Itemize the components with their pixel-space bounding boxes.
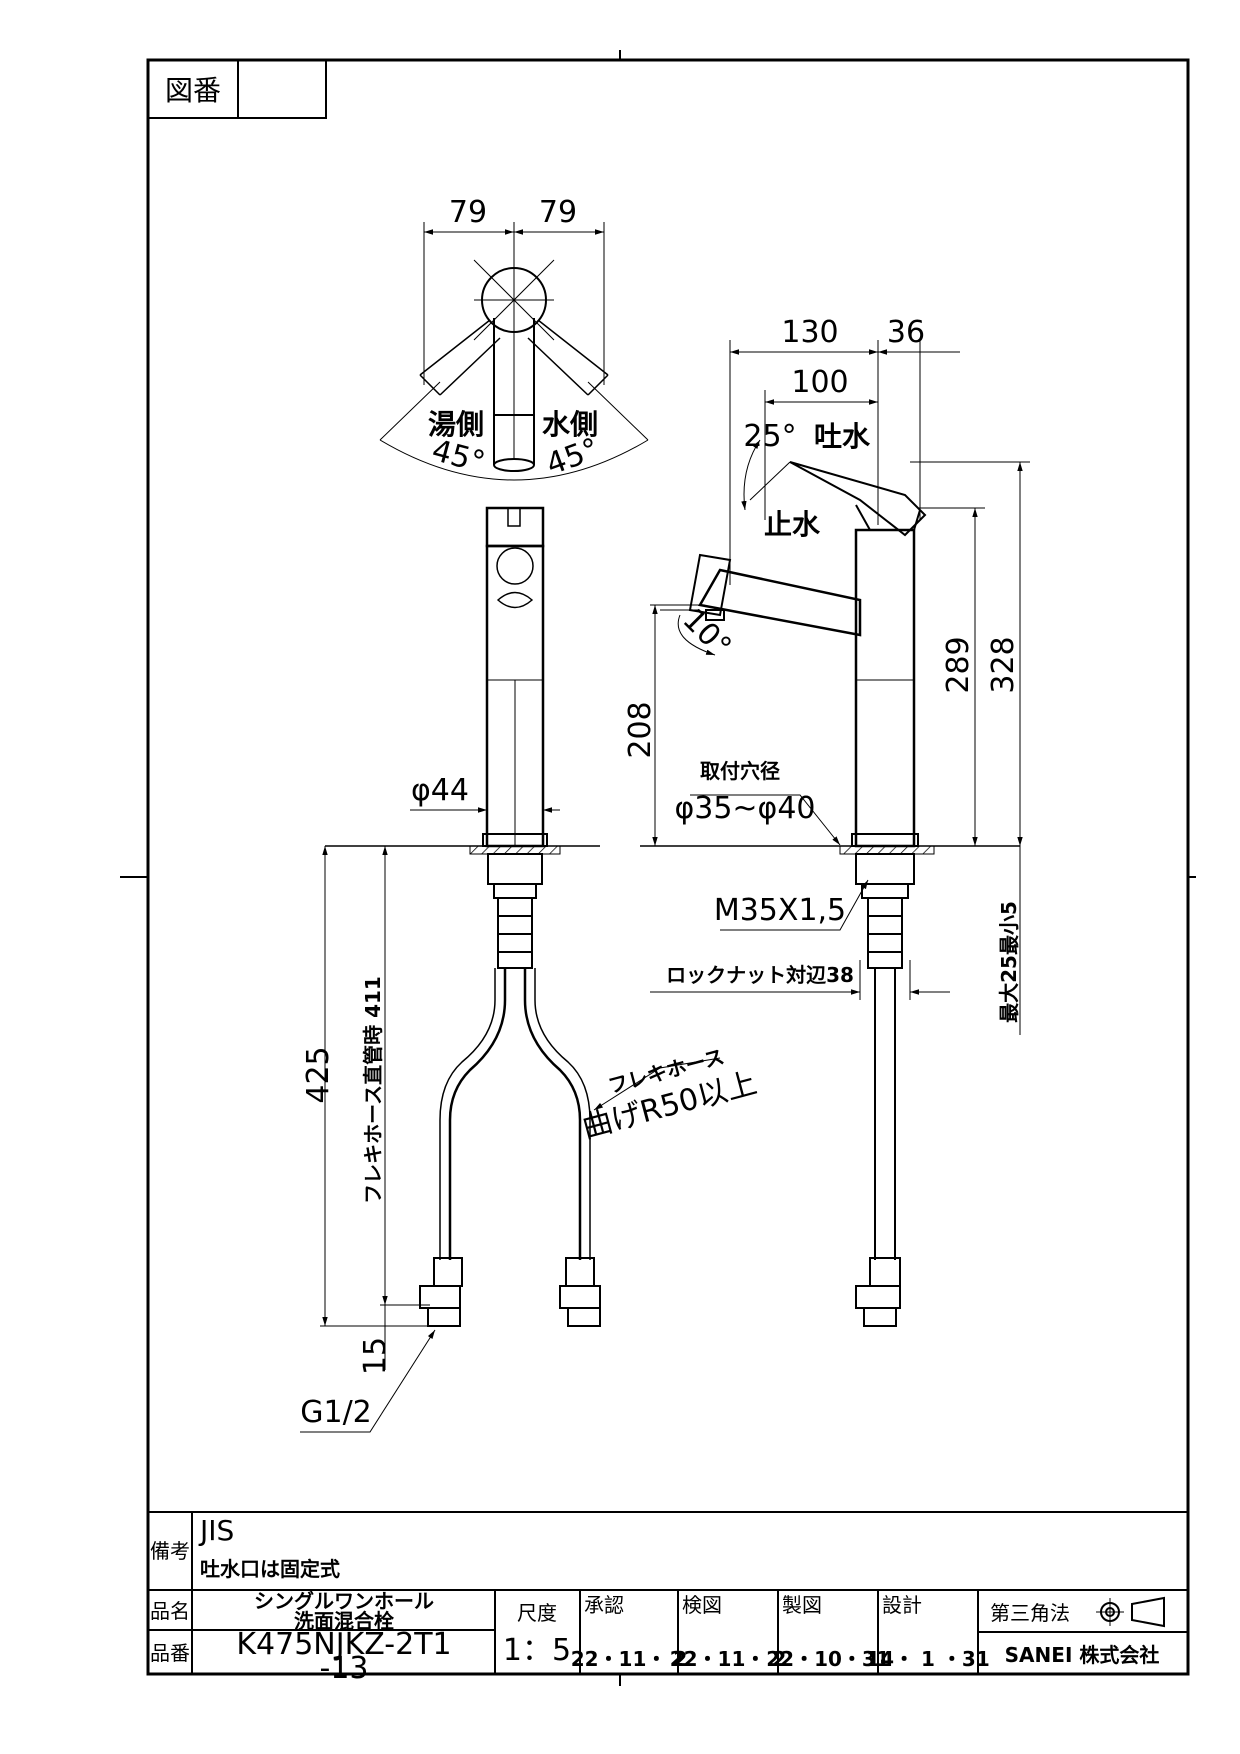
- hose-straight-length: フレキホース直管時 411: [361, 976, 385, 1204]
- dim-top-left: 79: [449, 195, 487, 230]
- mount-hole-title: 取付穴径: [700, 759, 780, 783]
- mount-thickness: 最大25最小5: [997, 901, 1021, 1023]
- sheet-border: [148, 60, 1188, 1674]
- dim-36: 36: [887, 315, 925, 350]
- part-number-line1: K475NJKZ-2T1: [236, 1627, 451, 1662]
- design-label: 設計: [882, 1593, 922, 1617]
- stop-label: 止水: [764, 508, 821, 541]
- spout-label: 吐水: [814, 420, 871, 453]
- spout-angle: 25°: [743, 419, 796, 454]
- mount-thread: M35X1,5: [714, 893, 846, 928]
- mount-hole-range: φ35~φ40: [674, 791, 815, 826]
- dim-top-right: 79: [539, 195, 577, 230]
- dim-289: 289: [941, 636, 976, 693]
- dim-208: 208: [623, 701, 658, 758]
- dim-328: 328: [986, 636, 1021, 693]
- scale-label: 尺度: [517, 1601, 557, 1625]
- top-view: [380, 222, 648, 480]
- third-angle-projection-symbol: [1096, 1598, 1164, 1626]
- dim-130: 130: [781, 315, 838, 350]
- title-block: [148, 1512, 1188, 1674]
- drawing-number-label: 図番: [165, 74, 221, 107]
- remarks-line1: JIS: [198, 1514, 234, 1547]
- part-number-line2: -13: [320, 1651, 369, 1686]
- check-label: 検図: [682, 1593, 722, 1617]
- thread-spec: G1/2: [300, 1395, 372, 1430]
- drawing-number-box: 図番: [148, 60, 326, 118]
- side-view: [640, 340, 1030, 1326]
- part-number-label: 品番: [150, 1641, 190, 1665]
- approve-label: 承認: [584, 1593, 624, 1617]
- approve-date: 22・11・ 2: [571, 1647, 688, 1671]
- draw-label: 製図: [782, 1593, 822, 1617]
- projection-label: 第三角法: [990, 1601, 1070, 1625]
- front-view: [300, 508, 720, 1432]
- dim-body-diameter: φ44: [411, 773, 469, 808]
- dim-425: 425: [301, 1046, 336, 1103]
- locknut-size: ロックナット対辺38: [666, 963, 854, 987]
- cold-side-label: 水側: [542, 408, 598, 441]
- product-name-line1: シングルワンホール: [254, 1589, 434, 1613]
- draw-date: 22・10・31: [766, 1647, 890, 1671]
- scale-value: 1：5: [503, 1633, 571, 1668]
- hot-side-label: 湯側: [428, 408, 484, 441]
- dim-15: 15: [358, 1337, 393, 1375]
- remarks-line2: 吐水口は固定式: [200, 1557, 340, 1581]
- design-date: 14・ 1 ・31: [866, 1647, 990, 1671]
- check-date: 22・11・ 2: [670, 1647, 787, 1671]
- company-name: SANEI 株式会社: [1005, 1643, 1160, 1667]
- product-name-label: 品名: [150, 1599, 190, 1623]
- dim-100: 100: [791, 365, 848, 400]
- product-name-line2: 洗面混合栓: [294, 1609, 394, 1633]
- remarks-label: 備考: [150, 1539, 190, 1563]
